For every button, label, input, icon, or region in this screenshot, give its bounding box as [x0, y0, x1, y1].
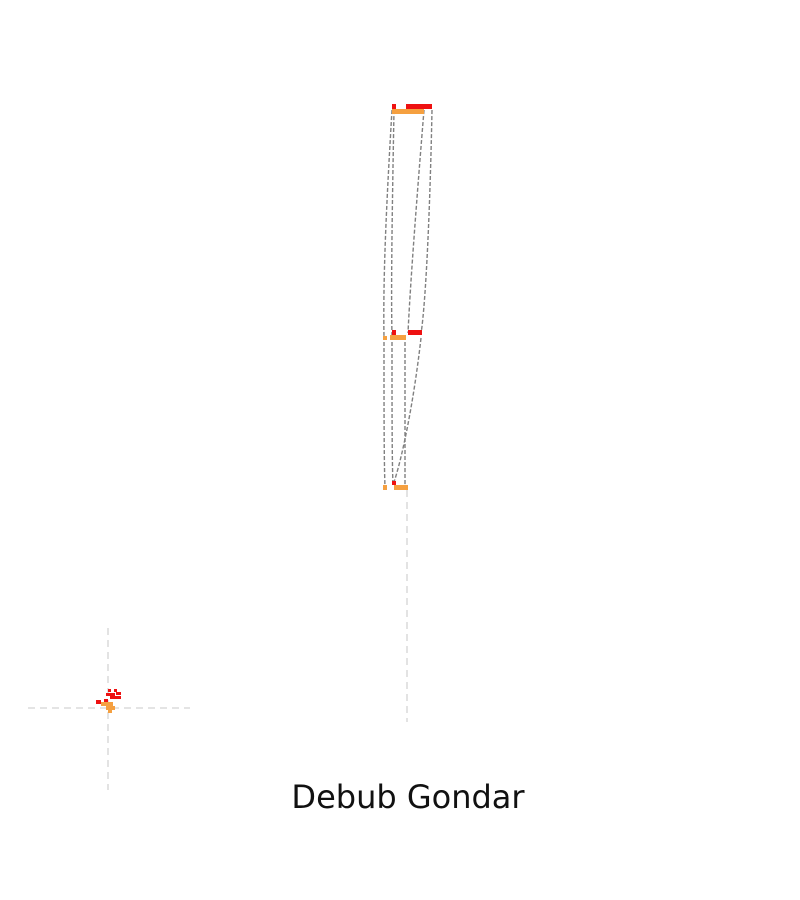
marker-red [116, 692, 121, 695]
crosshair-guides [28, 490, 408, 790]
marker-red [408, 330, 422, 335]
marker-orange [392, 109, 424, 114]
marker-orange [101, 702, 113, 706]
marker-red [96, 700, 101, 704]
marker-orange [108, 710, 112, 713]
link-curve [392, 337, 422, 486]
marker-orange [106, 706, 115, 710]
marker-red [392, 330, 396, 335]
marker-orange [383, 485, 387, 490]
link-curves [383, 109, 433, 488]
link-curve [383, 341, 386, 488]
region-label: Debub Gondar [291, 778, 525, 816]
marker-red [106, 693, 115, 696]
marker-orange [394, 485, 408, 490]
marker-red [114, 689, 117, 692]
link-curve [390, 109, 395, 337]
marker-row-middle [383, 330, 422, 340]
link-curve [420, 109, 433, 335]
marker-orange [383, 336, 387, 340]
link-curve [407, 109, 425, 334]
marker-orange [390, 335, 406, 340]
marker-row-top [392, 104, 432, 114]
marker-row-bottom [383, 481, 408, 490]
link-curve [383, 109, 393, 339]
marker-cluster-small [96, 689, 121, 713]
marker-red [104, 699, 108, 703]
marker-red [392, 481, 396, 485]
link-curve [391, 341, 394, 486]
marker-red [392, 104, 396, 109]
marker-red [110, 696, 121, 699]
marker-red [108, 689, 111, 692]
marker-red [406, 104, 432, 109]
